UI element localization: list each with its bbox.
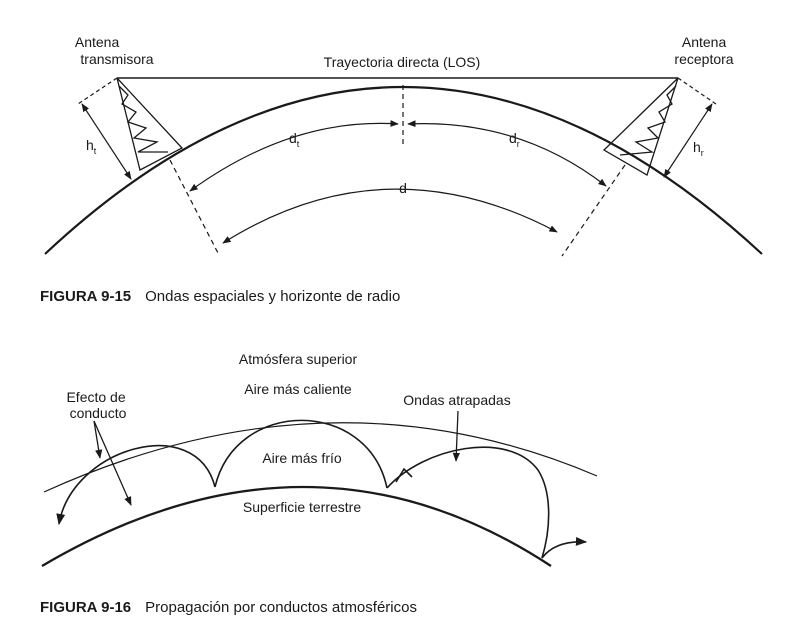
dt-label: dt	[289, 130, 300, 149]
warmer-air-label: Aire más caliente	[244, 381, 352, 397]
rx-antenna-label: Antena receptora	[674, 34, 733, 67]
d-arc	[222, 188, 558, 244]
ht-dimension	[77, 77, 132, 180]
dr-label: dr	[509, 130, 520, 149]
hr-label: hr	[693, 139, 704, 158]
dt-arc	[189, 120, 399, 192]
earth-surface-curve	[41, 485, 552, 567]
figure-9-15: Antena transmisora Antena receptora Tray…	[40, 34, 763, 305]
ht-label: ht	[86, 137, 97, 156]
hr-dimension	[663, 77, 717, 178]
tx-antenna-label: Antena transmisora	[75, 34, 154, 67]
upper-atmosphere-label: Atmósfera superior	[239, 351, 358, 367]
earth-surface-label: Superficie terrestre	[243, 499, 361, 515]
figure-9-16: Atmósfera superior Aire más caliente Efe…	[40, 351, 598, 616]
trapped-waves	[56, 419, 588, 559]
horizon-dashed-lines	[169, 85, 626, 257]
d-label: d	[399, 180, 407, 196]
trapped-waves-label: Ondas atrapadas	[403, 392, 510, 408]
trapped-waves-arrow	[452, 410, 460, 462]
cooler-air-label: Aire más frío	[262, 450, 342, 466]
duct-effect-label: Efecto de conducto	[66, 389, 129, 421]
los-label: Trayectoria directa (LOS)	[324, 54, 481, 70]
dr-arc	[407, 120, 607, 187]
duct-effect-arrows	[93, 420, 132, 506]
rx-tower	[602, 77, 679, 176]
